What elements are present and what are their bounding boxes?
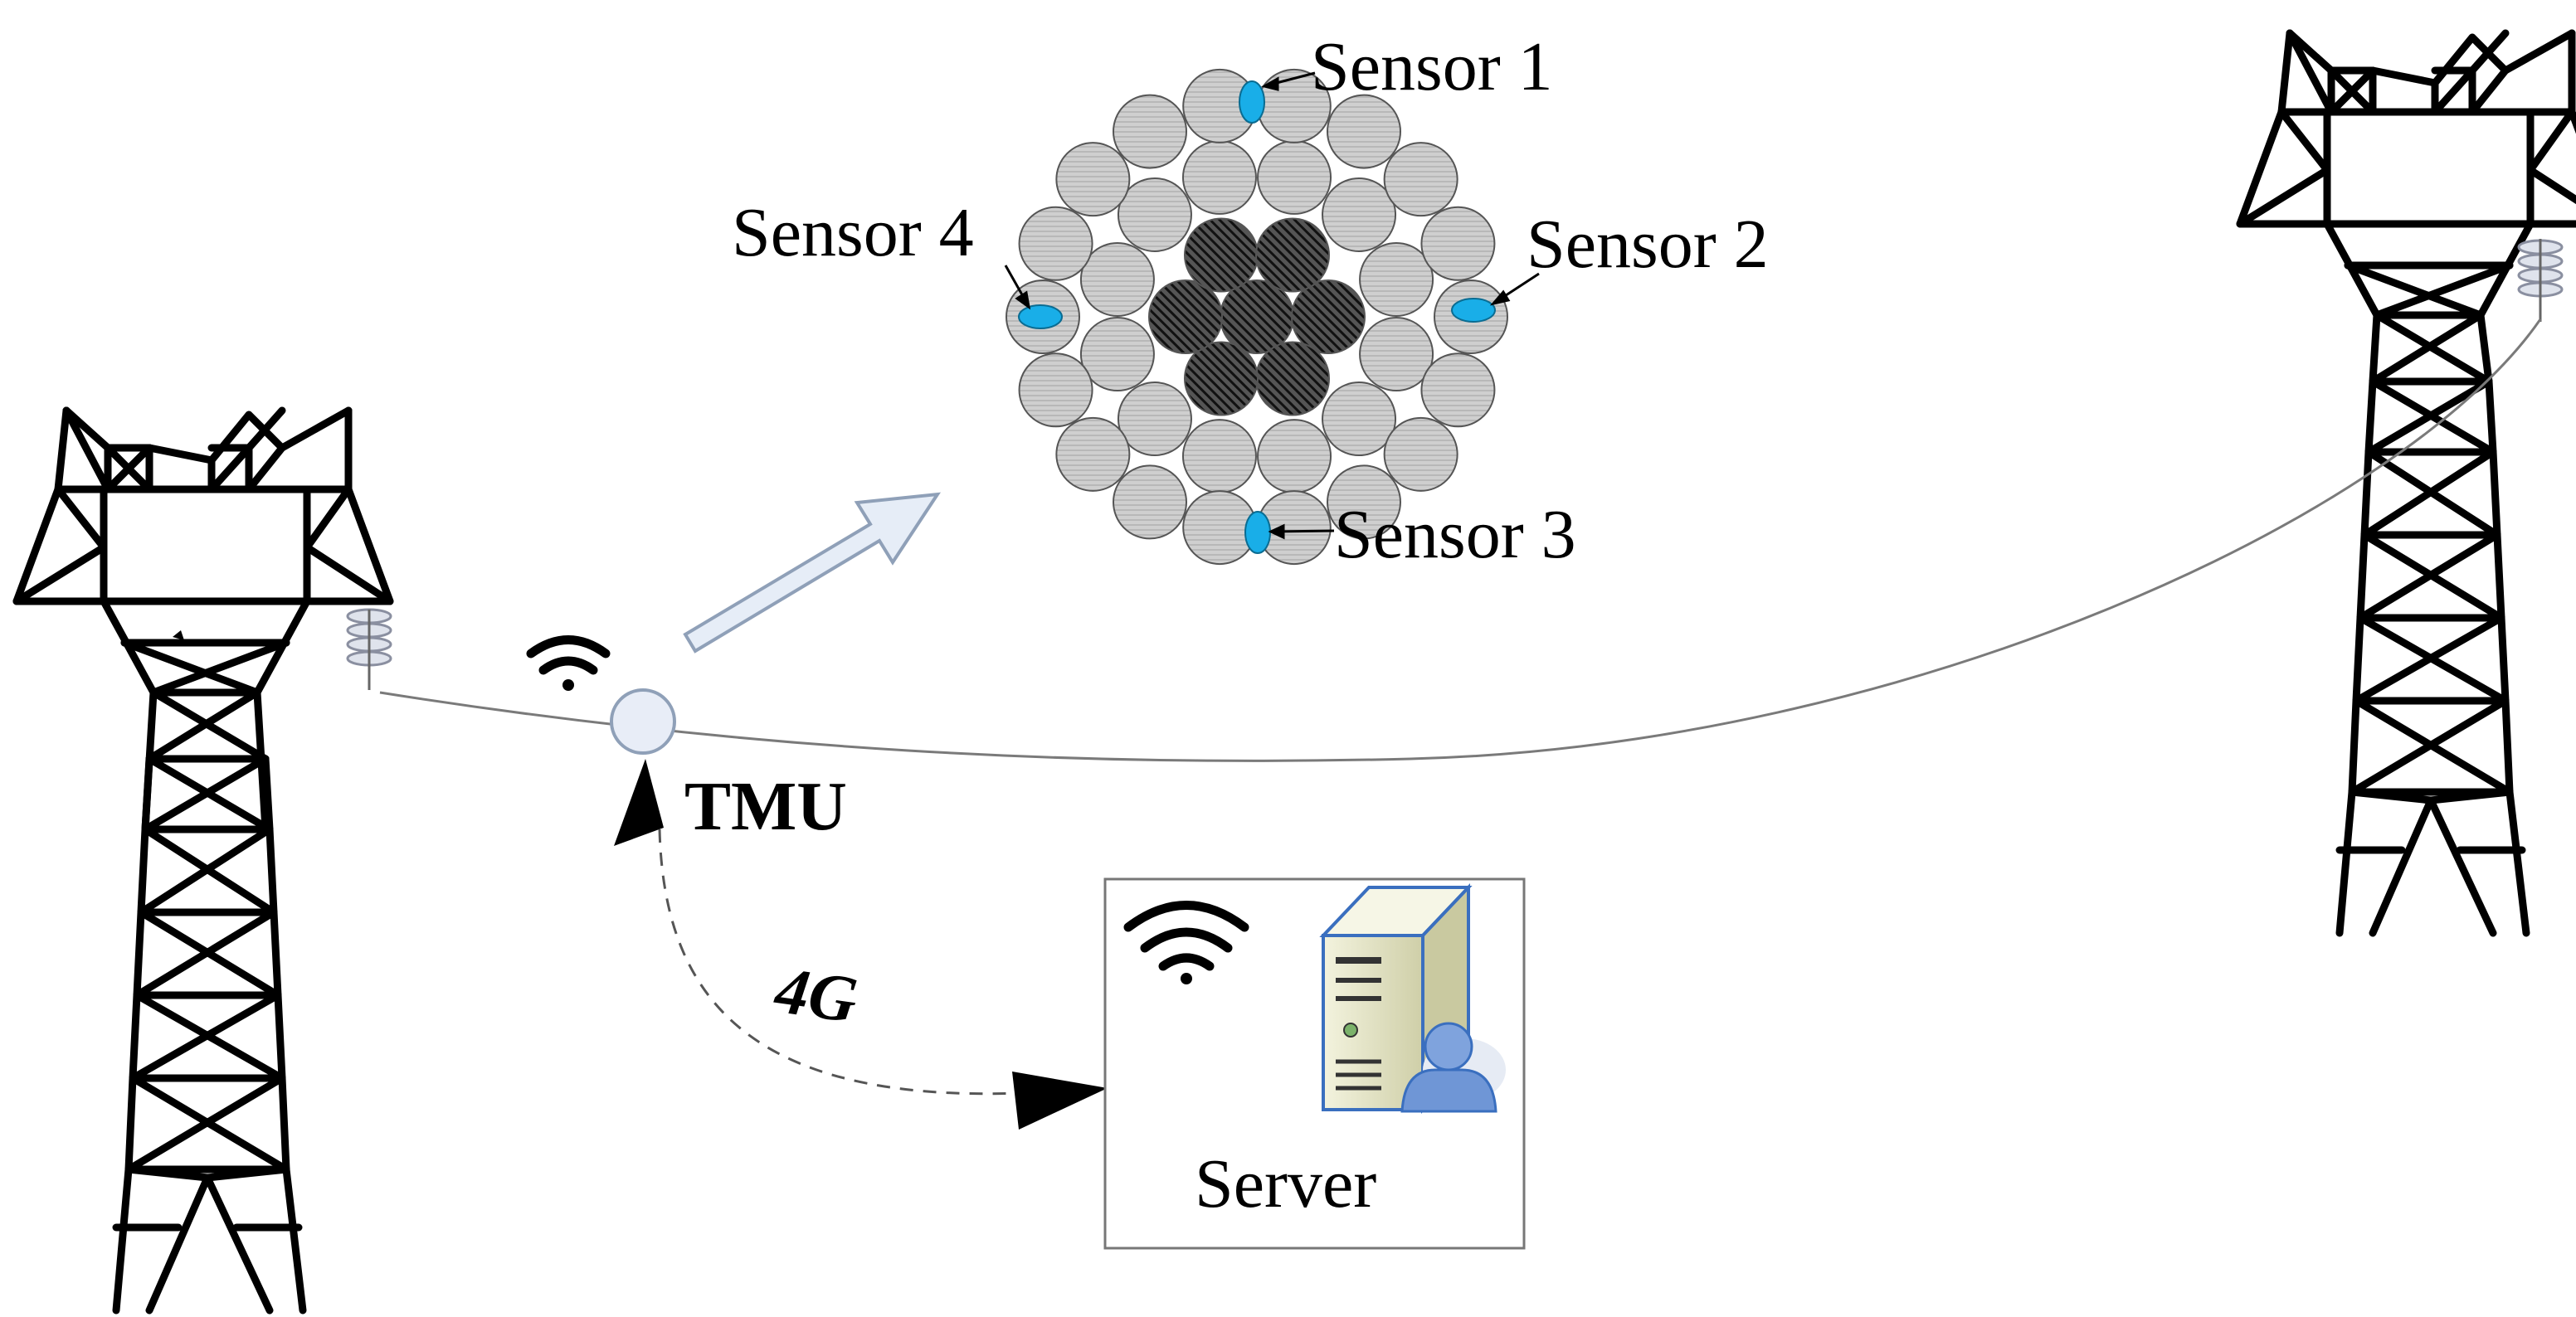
outer-strand: [1327, 464, 1401, 540]
outer-strand: [1117, 381, 1192, 457]
conductor-cross-section-icon: [1006, 68, 1508, 566]
outer-strand: [1181, 419, 1257, 494]
zoom-arrow-icon: [683, 492, 941, 654]
outer-strand: [1322, 381, 1397, 457]
sensor-1-marker: [1239, 80, 1265, 124]
sensor-2-marker: [1451, 298, 1496, 323]
outer-strand: [1257, 419, 1332, 494]
uplink-arrowhead: [614, 759, 664, 846]
core-strand: [1184, 341, 1259, 416]
outer-strand: [1359, 317, 1434, 392]
outer-strand: [1055, 142, 1131, 217]
tmu-wifi-icon: [526, 635, 611, 691]
outer-strand: [1018, 352, 1093, 428]
outer-strand: [1117, 177, 1192, 252]
left-transmission-tower-icon: [12, 406, 394, 1315]
outer-strand: [1420, 352, 1496, 428]
core-strand: [1184, 217, 1259, 293]
right-insulator-icon: [2517, 239, 2564, 322]
sensor-3-label: Sensor 3: [1334, 496, 1576, 573]
server-wifi-icon: [1123, 901, 1249, 984]
4g-link-path: [658, 829, 1021, 1096]
outer-strand: [1113, 464, 1187, 540]
sensor-4-marker: [1018, 304, 1063, 329]
core-strand: [1255, 217, 1330, 293]
server-label: Server: [1195, 1145, 1376, 1222]
outer-strand: [1322, 177, 1397, 252]
core-strand: [1255, 341, 1330, 416]
user-icon: [1400, 1022, 1506, 1113]
sensor-3-marker: [1244, 511, 1271, 554]
outer-strand: [1383, 142, 1458, 217]
sensor-4-label: Sensor 4: [732, 194, 974, 271]
outer-strand: [1055, 416, 1131, 492]
core-strand: [1291, 279, 1366, 354]
outer-strand: [1113, 94, 1187, 169]
right-transmission-tower-icon: [2236, 29, 2576, 937]
outer-strand: [1079, 317, 1155, 392]
core-strand: [1148, 279, 1223, 354]
4g-label: 4G: [769, 954, 861, 1038]
sensor-1-label: Sensor 1: [1311, 28, 1553, 105]
left-tower-mark: [173, 630, 184, 640]
downlink-arrowhead: [1012, 1072, 1108, 1130]
outer-strand: [1327, 94, 1401, 169]
power-line-conductor: [379, 318, 2542, 762]
outer-strand: [1181, 139, 1257, 215]
tmu-label: TMU: [684, 768, 847, 845]
outer-strand: [1359, 241, 1434, 317]
left-insulator-icon: [346, 608, 392, 690]
outer-strand: [1079, 241, 1155, 317]
core-strand: [1220, 279, 1294, 354]
sensor-2-label: Sensor 2: [1527, 206, 1769, 283]
outer-strand: [1257, 139, 1332, 215]
outer-strand: [1420, 206, 1496, 281]
outer-strand: [1383, 416, 1458, 492]
outer-strand: [1018, 206, 1093, 281]
tmu-device-icon: [610, 688, 676, 755]
